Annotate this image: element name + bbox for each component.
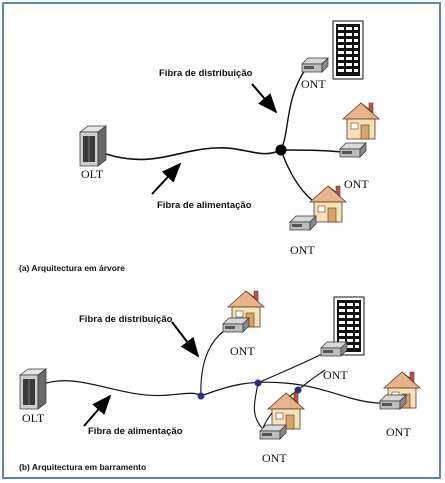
ont-device-a1 — [301, 57, 329, 73]
feeder-arrow-a — [151, 162, 182, 195]
bus-fiber-b — [39, 380, 399, 404]
splitter-node-b3 — [294, 386, 302, 394]
ont-label-a2: ONT — [344, 177, 369, 191]
olt-label-a: OLT — [81, 167, 104, 181]
ont-device-b2 — [320, 341, 348, 357]
distribution-fiber-a2 — [280, 149, 344, 153]
olt-device-b — [19, 368, 47, 410]
splitter-node-b1 — [197, 392, 205, 400]
branch-fiber-b4 — [297, 369, 326, 391]
feeder-label-a: Fibra de alimentação — [157, 200, 252, 211]
office-building-icon — [332, 20, 364, 80]
branch-fiber-b2 — [253, 382, 263, 429]
olt-device-a — [79, 125, 107, 167]
distribution-label-a: Fibra de distribuição — [159, 68, 253, 79]
distribution-fiber-a1 — [280, 69, 306, 151]
ont-device-a2 — [339, 142, 367, 158]
ont-label-b2: ONT — [323, 368, 348, 382]
ont-label-b4: ONT — [262, 451, 287, 465]
ont-label-a3: ONT — [290, 243, 315, 257]
ont-label-b1: ONT — [230, 344, 255, 358]
caption-a: (a) Arquitectura em árvore — [19, 263, 125, 273]
ont-device-b4 — [259, 424, 287, 440]
splitter-node-a — [275, 144, 287, 156]
distribution-arrow-a — [251, 83, 278, 114]
distribution-fiber-a3 — [280, 149, 313, 201]
ont-device-a3 — [289, 215, 317, 231]
caption-b: (b) Arquitectura em barramento — [19, 462, 146, 472]
ont-device-b3 — [379, 394, 407, 410]
diagram-a: OLT ONT ONT ONT Fibra de distribuição Fi… — [19, 20, 380, 273]
distribution-label-b: Fibra de distribuição — [79, 314, 173, 325]
feeder-label-b: Fibra de alimentação — [88, 426, 183, 437]
ont-device-b1 — [222, 317, 250, 333]
splitter-node-b2 — [254, 379, 262, 387]
feeder-fiber-a — [99, 147, 282, 161]
diagram-b: OLT ONT ONT ONT ONT Fibra de distribuiçã… — [19, 290, 421, 472]
ont-label-a1: ONT — [301, 77, 326, 91]
house-icon-b4 — [267, 392, 305, 430]
figure-frame — [2, 2, 441, 479]
feeder-arrow-b — [83, 394, 112, 427]
ont-label-b3: ONT — [386, 425, 411, 439]
branch-fiber-b1 — [200, 329, 226, 397]
house-icon-a2 — [342, 102, 380, 140]
olt-label-b: OLT — [22, 411, 45, 425]
branch-fiber-b3 — [257, 353, 323, 384]
distribution-arrow-b — [171, 321, 200, 358]
